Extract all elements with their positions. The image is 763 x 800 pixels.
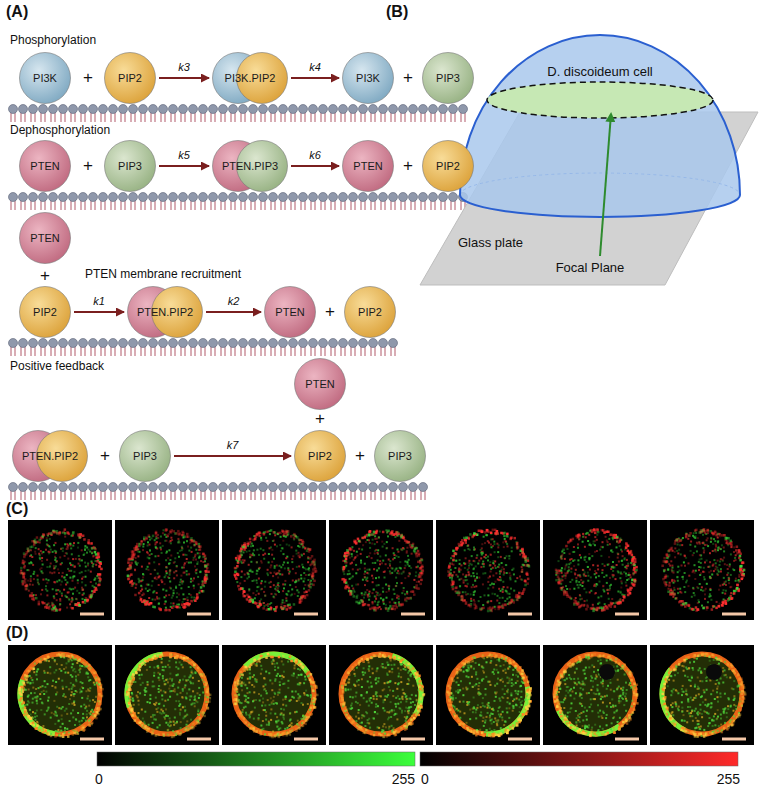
figure: PI3KPIP2PI3K.PIP2PI3KPIP3PTENPIP3PTEN.PI… [0,0,763,800]
